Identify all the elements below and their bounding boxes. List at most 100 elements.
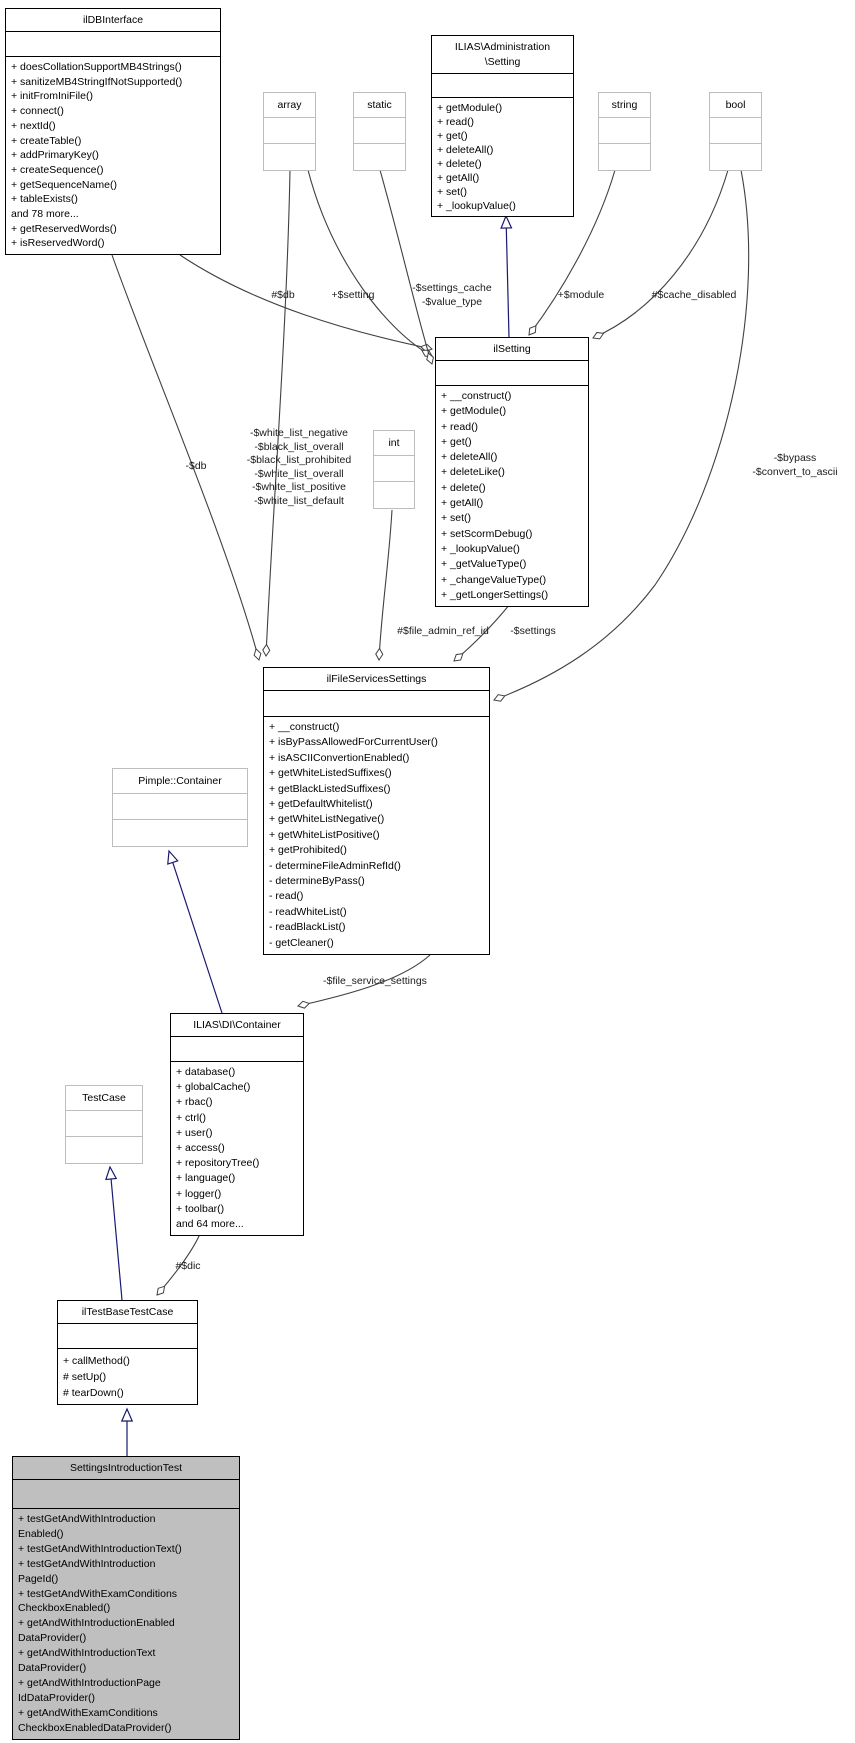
edge-settings-cache bbox=[379, 169, 434, 365]
method-label: + testGetAndWithIntroduction bbox=[18, 1513, 156, 1525]
class-box-testcase: TestCase bbox=[65, 1085, 143, 1164]
method-label: + read() bbox=[441, 420, 479, 433]
methods-compartment bbox=[264, 144, 315, 170]
method-label: + getModule() bbox=[437, 102, 503, 114]
method-label: + connect() bbox=[11, 105, 64, 118]
edge-label-line: -$white_list_default bbox=[254, 494, 344, 507]
method-label: + access() bbox=[176, 1142, 225, 1155]
method-label: + rbac() bbox=[176, 1096, 213, 1109]
method-label: + testGetAndWithExamConditions bbox=[18, 1587, 178, 1600]
methods-compartment bbox=[354, 144, 405, 170]
type-box-static: static bbox=[353, 92, 406, 171]
method-label: + getModule() bbox=[441, 405, 507, 418]
class-title-line: ILIAS\Administration bbox=[454, 41, 551, 53]
edge-label-setting: +$setting bbox=[331, 289, 375, 301]
method-label: # tearDown() bbox=[63, 1386, 124, 1399]
methods-compartment: + database()+ globalCache()+ rbac()+ ctr… bbox=[171, 1062, 303, 1235]
method-label: + addPrimaryKey() bbox=[11, 149, 99, 162]
class-box-ilfileservicessettings[interactable]: ilFileServicesSettings + __construct() + … bbox=[263, 667, 490, 956]
method-label: + database() bbox=[176, 1066, 236, 1078]
edge-label-settings: -$settings bbox=[510, 625, 556, 637]
method-label: + callMethod() bbox=[63, 1355, 130, 1367]
method-label: + repositoryTree() bbox=[176, 1157, 260, 1170]
class-box-ildbinterface[interactable]: ilDBInterface + doesCollationSupportMB4S… bbox=[5, 8, 221, 256]
edge-settings bbox=[453, 603, 511, 662]
method-label: - determineByPass() bbox=[269, 875, 365, 888]
edge-label-whitelists: -$white_list_negative-$black_list_overal… bbox=[247, 427, 351, 508]
method-label: - readWhiteList() bbox=[269, 905, 347, 918]
method-label: + sanitizeMB4StringIfNotSupported() bbox=[11, 75, 183, 88]
method-label: + getWhiteListPositive() bbox=[269, 828, 380, 841]
attributes-compartment bbox=[436, 361, 588, 386]
edge-whitelists bbox=[262, 169, 291, 657]
edge-label-line: -$convert_to_ascii bbox=[752, 465, 838, 478]
edge-label-line: -$black_list_prohibited bbox=[246, 454, 352, 466]
method-label: + tableExists() bbox=[11, 193, 78, 206]
method-label: + get() bbox=[441, 435, 472, 448]
class-title: string bbox=[599, 93, 650, 118]
method-label: + deleteLike() bbox=[441, 466, 505, 479]
attributes-compartment bbox=[13, 1480, 239, 1509]
class-title: ILIAS\DI\Container bbox=[171, 1014, 303, 1037]
methods-compartment: + __construct() + getModule() + read() + ge… bbox=[436, 386, 588, 606]
method-label: - readBlackList() bbox=[269, 921, 346, 934]
attributes-compartment bbox=[171, 1037, 303, 1062]
methods-compartment bbox=[374, 482, 414, 508]
class-title: int bbox=[374, 431, 414, 456]
class-box-admin-setting[interactable]: ILIAS\Administration \Setting + getModule… bbox=[431, 35, 574, 217]
inheritance-dicontainer-pimple bbox=[167, 849, 223, 1014]
method-label: DataProvider() bbox=[18, 1632, 87, 1645]
method-label: - getCleaner() bbox=[269, 936, 334, 949]
method-label: + isByPassAllowedForCurrentUser() bbox=[269, 736, 438, 749]
class-title: array bbox=[264, 93, 315, 118]
method-label: + getBlackListedSuffixes() bbox=[269, 782, 391, 795]
attributes-compartment bbox=[354, 118, 405, 144]
class-box-iltestbasetestcase[interactable]: ilTestBaseTestCase + callMethod()# setUp… bbox=[57, 1300, 198, 1406]
method-label: and 78 more... bbox=[11, 208, 79, 221]
method-label: + doesCollationSupportMB4Strings() bbox=[11, 61, 182, 73]
class-box-di-container[interactable]: ILIAS\DI\Container + database() + globalC… bbox=[170, 1013, 304, 1237]
method-label: DataProvider() bbox=[18, 1662, 87, 1675]
class-title-line: \Setting bbox=[484, 55, 521, 68]
edge-label-file-service-settings: -$file_service_settings bbox=[323, 975, 427, 987]
edge-cache-disabled bbox=[592, 169, 729, 340]
edge-label-line: -$bypass bbox=[773, 452, 817, 464]
edge-label-cache-disabled: #$cache_disabled bbox=[651, 289, 737, 301]
method-label: + user() bbox=[176, 1126, 213, 1139]
edge-label-line: -$white_list_negative bbox=[249, 427, 349, 439]
method-label: + isReservedWord() bbox=[11, 237, 105, 250]
method-label: + getAndWithIntroductionPage bbox=[18, 1676, 161, 1689]
attributes-compartment bbox=[264, 118, 315, 144]
method-label: + __construct() bbox=[269, 721, 340, 733]
method-label: + getWhiteListedSuffixes() bbox=[269, 767, 392, 780]
method-label: IdDataProvider() bbox=[18, 1691, 96, 1704]
method-label: + getAndWithExamConditions bbox=[18, 1706, 158, 1719]
edge-label-file-admin-ref-id: #$file_admin_ref_id bbox=[397, 625, 489, 637]
method-label: + globalCache() bbox=[176, 1081, 251, 1094]
edge-db bbox=[179, 254, 433, 352]
method-label: + getAndWithIntroductionEnabled bbox=[18, 1617, 175, 1630]
type-box-array: array bbox=[263, 92, 316, 171]
attributes-compartment bbox=[432, 74, 573, 98]
class-box-ilsetting[interactable]: ilSetting + __construct()+ getModule()+ … bbox=[435, 337, 589, 608]
method-label: # setUp() bbox=[63, 1370, 107, 1383]
method-label: + __construct() bbox=[441, 390, 512, 402]
edge-label-line: -$black_list_overall bbox=[254, 440, 344, 453]
method-label: + nextId() bbox=[11, 119, 56, 132]
method-label: + getDefaultWhitelist() bbox=[269, 798, 373, 811]
edge-module bbox=[528, 169, 616, 336]
class-title: ilFileServicesSettings bbox=[264, 668, 489, 691]
method-label: + delete() bbox=[437, 158, 482, 170]
edge-bypass bbox=[493, 169, 750, 702]
method-label: - determineFileAdminRefId() bbox=[269, 859, 401, 872]
methods-compartment: + getModule()+ read()+ get()+ deleteAll(… bbox=[432, 98, 573, 216]
method-label: + _getValueType() bbox=[441, 558, 527, 571]
method-label: + getAll() bbox=[437, 172, 480, 184]
edge-dic bbox=[156, 1233, 201, 1296]
edge-label-settings-cache-value-type: -$settings_cache-$value_type bbox=[412, 282, 491, 309]
attributes-compartment bbox=[710, 118, 761, 144]
edge-label-line: -$white_list_overall bbox=[254, 467, 344, 480]
attributes-compartment bbox=[264, 691, 489, 717]
class-title: static bbox=[354, 93, 405, 118]
